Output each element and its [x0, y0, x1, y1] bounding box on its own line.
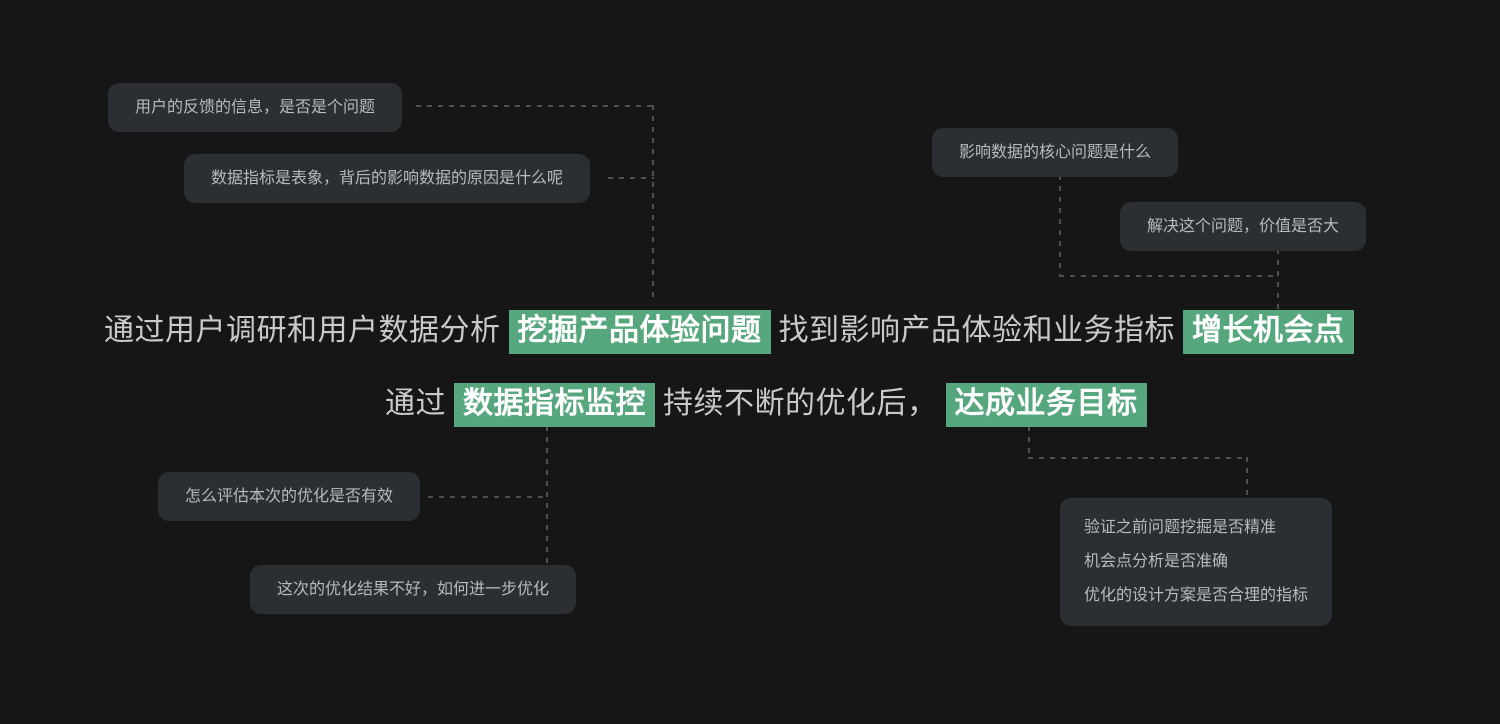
bubble-metric-cause-question: 数据指标是表象，背后的影响数据的原因是什么呢 — [184, 154, 591, 203]
statement-text: 通过用户调研和用户数据分析 — [104, 314, 501, 347]
connector-bottomright-horizontal — [1028, 457, 1248, 459]
statement-text: 通过 — [385, 387, 446, 420]
highlight-dig-experience-issues: 挖掘产品体验问题 — [508, 310, 771, 354]
statement-text: 找到影响产品体验和业务指标 — [778, 314, 1175, 347]
connector-topright-horizontal — [1059, 275, 1279, 277]
validation-line-2: 机会点分析是否准确 — [1084, 553, 1229, 570]
bubble-evaluate-optimization-question: 怎么评估本次的优化是否有效 — [158, 472, 421, 521]
connector-topright2-vertical — [1277, 249, 1279, 311]
connector-topleft1-horizontal — [416, 105, 654, 107]
bubble-further-optimization-question: 这次的优化结果不好，如何进一步优化 — [250, 565, 577, 614]
connector-bottomleft-vertical — [546, 415, 548, 564]
validation-line-1: 验证之前问题挖掘是否精准 — [1084, 519, 1277, 536]
highlight-business-goal: 达成业务目标 — [945, 383, 1147, 427]
connector-topleft2-horizontal — [608, 177, 654, 179]
connector-bottomleft-horizontal — [428, 496, 548, 498]
bubble-user-feedback-question: 用户的反馈的信息，是否是个问题 — [108, 83, 403, 132]
connector-bottomright2-vertical — [1246, 457, 1248, 499]
bubble-problem-value-question: 解决这个问题，价值是否大 — [1120, 202, 1367, 251]
highlight-growth-opportunity: 增长机会点 — [1183, 310, 1354, 354]
connector-topleft-vertical — [652, 105, 654, 303]
highlight-metric-monitoring: 数据指标监控 — [454, 383, 655, 427]
validation-line-3: 优化的设计方案是否合理的指标 — [1084, 587, 1309, 604]
statement-line-2: 通过数据指标监控持续不断的优化后，达成业务目标 — [385, 378, 1155, 427]
statement-line-1: 通过用户调研和用户数据分析挖掘产品体验问题找到影响产品体验和业务指标增长机会点 — [104, 305, 1362, 354]
connector-bottomright1-vertical — [1028, 415, 1030, 459]
statement-text: 持续不断的优化后， — [663, 387, 938, 420]
connector-topright1-vertical — [1059, 175, 1061, 277]
bubble-core-problem-question: 影响数据的核心问题是什么 — [932, 128, 1179, 177]
bubble-validation-metrics: 验证之前问题挖掘是否精准 机会点分析是否准确 优化的设计方案是否合理的指标 — [1060, 498, 1333, 626]
